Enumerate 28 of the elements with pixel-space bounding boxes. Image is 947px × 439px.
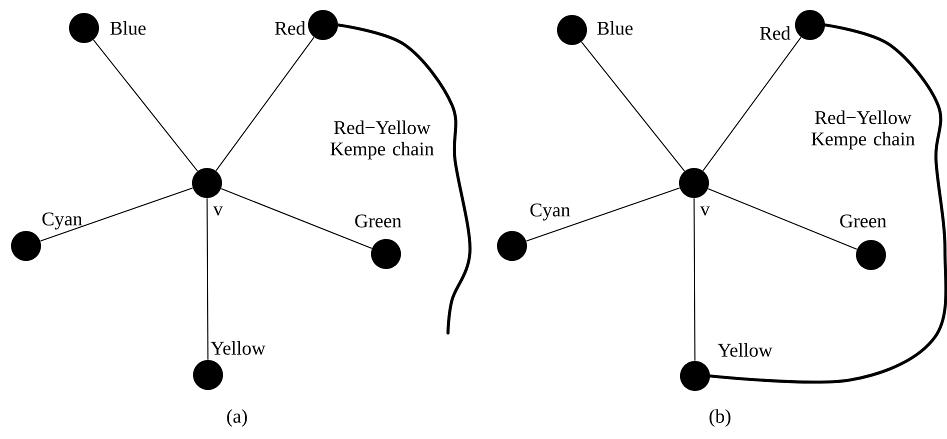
graph-edge — [93, 40, 198, 172]
graph-edge — [206, 198, 208, 360]
vertex-label: Blue — [110, 21, 146, 35]
vertex-label: Yellow — [210, 341, 266, 355]
graph-edge — [40, 188, 193, 242]
kempe-chain-curve — [708, 23, 947, 384]
vertex-label: Yellow — [718, 343, 772, 357]
edge-label: Red−Yellow Kempe chain — [812, 110, 915, 150]
edge-label: Red−Yellow Kempe chain — [330, 120, 434, 160]
panel-caption: (a) — [227, 409, 247, 427]
vertex-label: v — [700, 206, 710, 216]
vertex-label: Green — [355, 214, 402, 228]
graph-edge — [581, 42, 685, 172]
graph-edge — [702, 36, 802, 171]
graph-edge — [708, 188, 858, 250]
vertex-label: Red — [760, 26, 790, 40]
vertex-label: Cyan — [42, 212, 82, 230]
graph-edge — [694, 198, 696, 361]
vertex-label: v — [213, 206, 223, 216]
vertex-label: Green — [840, 214, 886, 228]
graph-edge — [221, 188, 372, 249]
vertex-label: Cyan — [530, 204, 570, 220]
panel-caption: (b) — [710, 409, 730, 427]
vertex-label: Red — [275, 21, 306, 35]
graph-edge — [216, 36, 314, 171]
vertex-label: Blue — [597, 21, 633, 35]
kempe-chain-curve — [336, 23, 472, 335]
graph-edge — [526, 187, 680, 242]
